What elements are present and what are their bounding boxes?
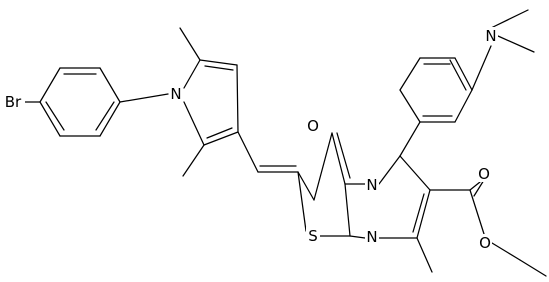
atom-o-keto-label: O bbox=[307, 117, 319, 135]
bond-methyl-18 bbox=[179, 27, 201, 61]
bond-thiazole-30 bbox=[344, 183, 351, 237]
bond-bromophenyl-inner-9 bbox=[45, 101, 65, 131]
bond-ester-52 bbox=[469, 181, 481, 191]
bond-pyrimidine-32 bbox=[399, 155, 431, 191]
bond-bromophenyl-4 bbox=[99, 101, 121, 137]
bond-bromophenyl-inner-8 bbox=[95, 101, 115, 131]
bond-pyrrole-inner-17 bbox=[206, 127, 233, 139]
bond-thiazole-26 bbox=[331, 132, 346, 185]
bond-ester-54 bbox=[469, 189, 485, 235]
bond-pyrimidine-33 bbox=[416, 189, 431, 239]
bond-thiazole-23 bbox=[297, 171, 315, 201]
bond-pyrrole-14 bbox=[203, 131, 239, 146]
bond-pyrrole-13 bbox=[236, 64, 239, 133]
bond-thiazole-inner-28 bbox=[336, 132, 351, 179]
bond-ethyl-56 bbox=[519, 259, 547, 277]
bond-aryl-n-48 bbox=[471, 45, 492, 91]
atom-br-label: Br bbox=[5, 93, 22, 111]
bond-bromophenyl-3 bbox=[99, 67, 121, 103]
bond-pyrimidine-inner-36 bbox=[412, 193, 425, 233]
atom-n-pyrrole-label: N bbox=[170, 85, 181, 103]
bond-aryl-40 bbox=[454, 89, 473, 123]
bond-pyrimidine-35 bbox=[349, 235, 366, 239]
bond-bromophenyl-6 bbox=[39, 101, 61, 137]
bond-thiazole-24 bbox=[297, 171, 307, 232]
bond-aryl-44 bbox=[399, 89, 421, 123]
bond-thiazole-25 bbox=[313, 132, 333, 201]
atom-o-ester-label: O bbox=[479, 234, 491, 252]
atom-n-fused: N bbox=[365, 176, 379, 194]
bond-pyrrole-inner-16 bbox=[204, 65, 234, 71]
atom-label-layer: Br N O N S N N O bbox=[1, 27, 498, 252]
atom-n-fused-label: N bbox=[366, 176, 377, 194]
atom-n-amine-label: N bbox=[485, 27, 496, 45]
atom-n-ring-label: N bbox=[366, 228, 377, 246]
bond-pyrrole-15 bbox=[183, 101, 205, 146]
bond-pyrimidine-31 bbox=[378, 155, 401, 185]
bond-methyl-19 bbox=[182, 144, 205, 177]
atom-n-amine: N bbox=[484, 27, 498, 45]
bond-aryl-inner-47 bbox=[449, 59, 467, 91]
atom-br: Br bbox=[1, 93, 25, 111]
bond-pyrrole-11 bbox=[183, 59, 201, 89]
bond-pyrrole-12 bbox=[199, 59, 238, 66]
bond-aryl-41 bbox=[454, 57, 473, 91]
bond-n-methyl-50 bbox=[497, 35, 535, 53]
atom-o-ester-carbonyl: O bbox=[477, 165, 491, 183]
atom-n-pyrrole: N bbox=[169, 85, 183, 103]
bond-layer bbox=[22, 9, 547, 277]
atom-s-label: S bbox=[308, 227, 318, 245]
atom-n-ring: N bbox=[365, 228, 379, 246]
bond-bromophenyl-1 bbox=[39, 67, 61, 103]
bond-aryl-43 bbox=[399, 57, 421, 91]
bond-aryl-n-10 bbox=[119, 93, 169, 103]
bond-aryl-38 bbox=[399, 121, 421, 157]
bond-methyl-37 bbox=[416, 237, 433, 273]
bond-n-methyl-49 bbox=[490, 9, 529, 29]
atom-s: S bbox=[306, 227, 320, 245]
atom-o-keto: O bbox=[306, 117, 320, 135]
bond-linker-20 bbox=[237, 131, 259, 173]
bond-ester-inner-53 bbox=[473, 179, 485, 197]
atom-o-ester-carbonyl-label: O bbox=[478, 165, 490, 183]
atom-o-ester: O bbox=[478, 234, 492, 252]
bond-ethyl-55 bbox=[491, 242, 521, 261]
